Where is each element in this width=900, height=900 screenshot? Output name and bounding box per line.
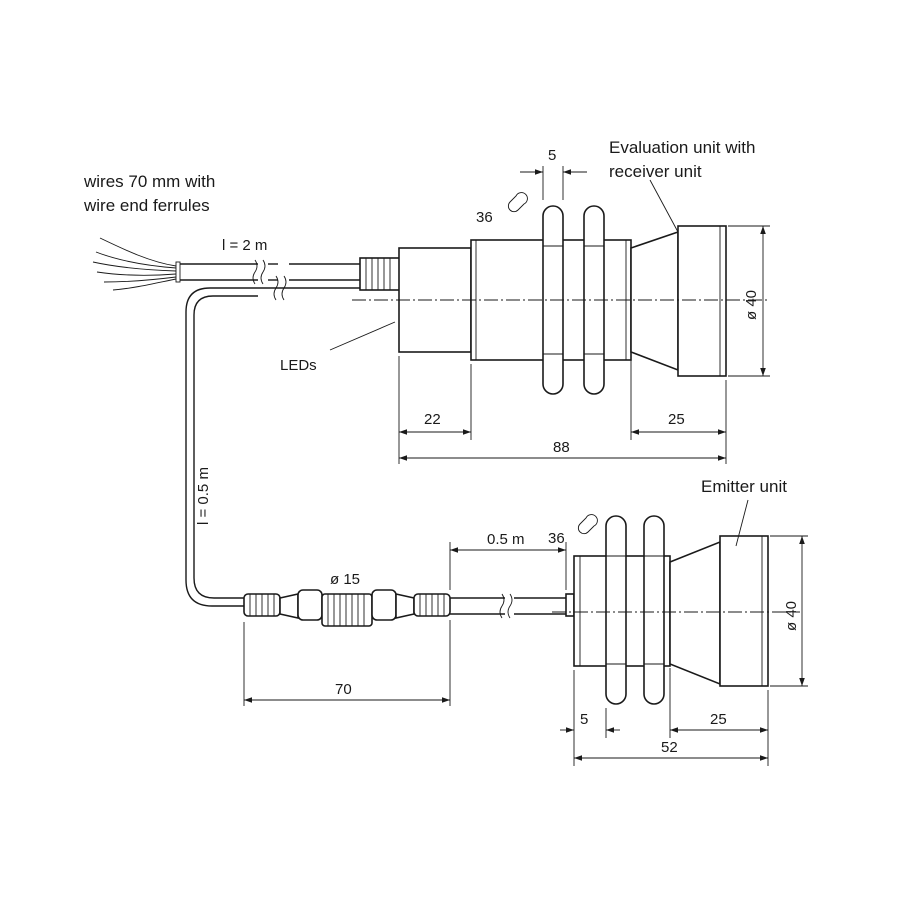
receiver-total-length: 88 [553, 439, 570, 456]
dimension-values: 5 36 22 25 88 ø 40 36 70 5 25 52 ø 40 [335, 147, 800, 756]
cable-length-emitter: 0.5 m [487, 531, 525, 548]
receiver-diameter: ø 40 [743, 290, 760, 320]
wires-label-line1: wires 70 mm with [83, 172, 215, 191]
wires-label-line2: wire end ferrules [83, 196, 210, 215]
evaluation-unit-line2: receiver unit [609, 162, 702, 181]
cable-length-side: l = 0.5 m [195, 467, 212, 525]
evaluation-unit-line1: Evaluation unit with [609, 138, 755, 157]
leds-label: LEDs [280, 357, 317, 374]
emitter-diameter: ø 40 [783, 601, 800, 631]
receiver-front-length: 25 [668, 411, 685, 428]
emitter-rear-length: 5 [580, 711, 588, 728]
emitter-front-length: 25 [710, 711, 727, 728]
connector [243, 589, 451, 627]
connector-diameter: ø 15 [330, 571, 360, 588]
cable-length-top: l = 2 m [222, 237, 267, 254]
receiver-rear-length: 22 [424, 411, 441, 428]
emitter-wrench-size: 36 [548, 530, 565, 547]
emitter-cable [450, 593, 566, 619]
top-cable [175, 257, 401, 607]
receiver-nut-width: 5 [548, 147, 556, 164]
receiver-dimensions [329, 166, 770, 464]
connector-length: 70 [335, 681, 352, 698]
labels: wires 70 mm with wire end ferrules l = 2… [83, 138, 787, 588]
receiver-unit [352, 205, 770, 395]
emitter-unit [552, 515, 800, 705]
bottom-dimensions [243, 499, 808, 766]
wire-ends [92, 237, 177, 291]
emitter-total-length: 52 [661, 739, 678, 756]
emitter-unit-label: Emitter unit [701, 477, 787, 496]
receiver-wrench-size: 36 [476, 209, 493, 226]
